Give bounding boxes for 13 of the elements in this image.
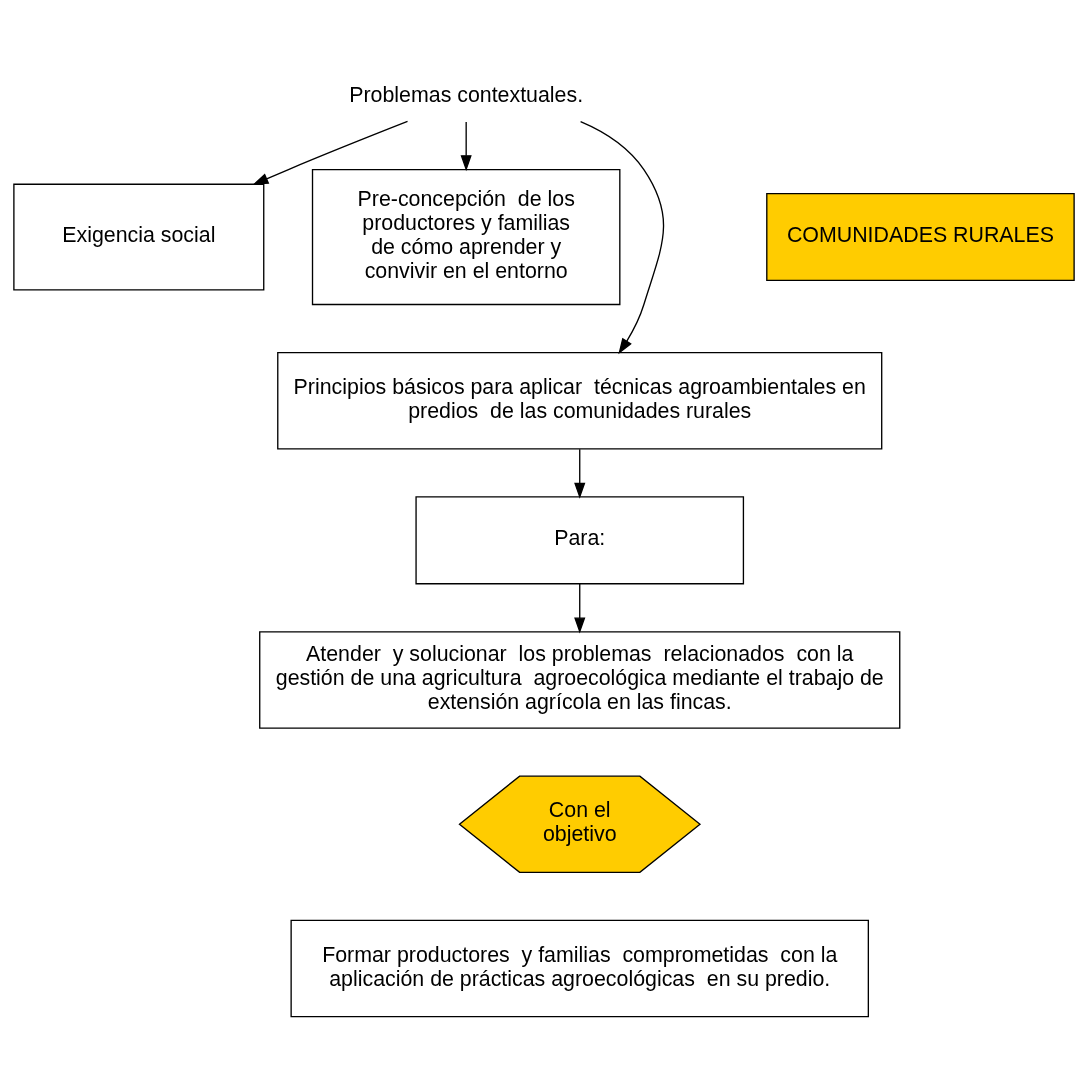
node-box: Formar productores y familias comprometidas con la aplicación de prácticas agroecológicas en su predio.	[290, 919, 869, 1018]
node-box: Atender y solucionar los problemas relacionados con la gestión de una agricultura agroecológica mediante el trabajo de extensión agrícola en las fincas.	[259, 631, 901, 729]
arrow	[574, 448, 586, 499]
arrow	[460, 121, 472, 172]
node-box: Exigencia social	[13, 183, 265, 291]
node-box: Para:	[415, 496, 745, 585]
node-box: COMUNIDADES RURALES	[766, 192, 1075, 282]
arrow	[252, 120, 409, 185]
arrow	[574, 583, 586, 634]
arrow	[579, 120, 665, 355]
node-box: Principios básicos para aplicar técnicas agroambientales en predios de las comunidades rurales	[277, 351, 883, 450]
node-text: Problemas contextuales.	[349, 83, 584, 108]
node-box: Pre-concepción de los productores y familias de cómo aprender y convivir en el entorno	[311, 168, 621, 306]
